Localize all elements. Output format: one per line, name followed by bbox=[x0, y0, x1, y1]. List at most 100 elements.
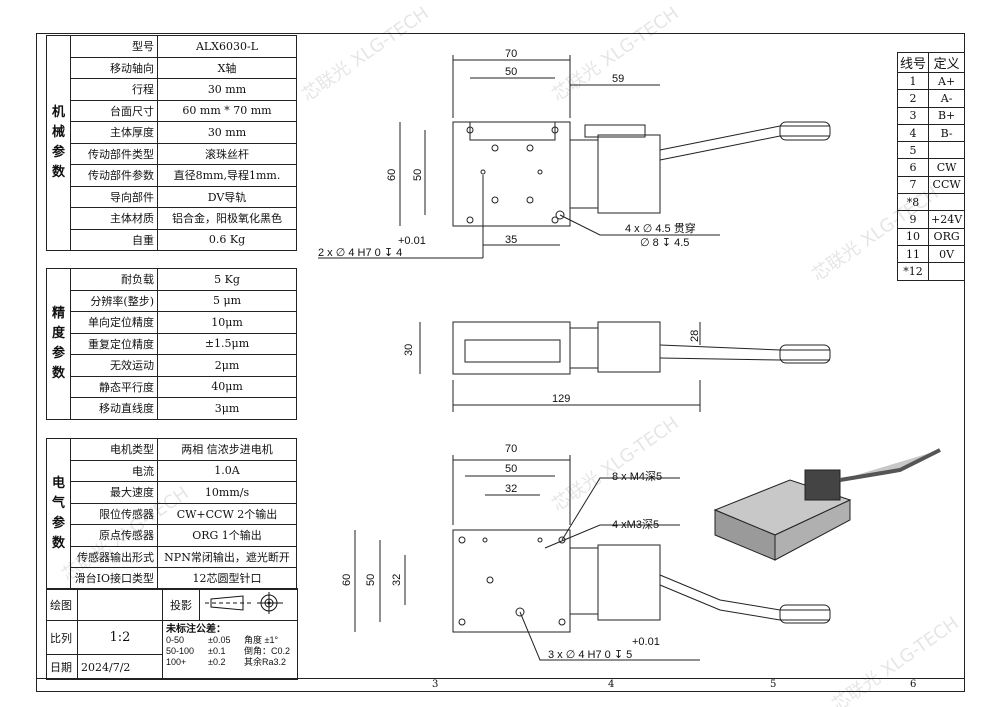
thread-note: 4 xM3深5 bbox=[612, 518, 659, 531]
tolerance-title: 未标注公差： bbox=[166, 624, 226, 635]
param-value: 5 Kg bbox=[157, 268, 297, 291]
param-label: 单向定位精度 bbox=[70, 311, 158, 334]
param-value: X轴 bbox=[157, 56, 297, 79]
dim-label: 30 bbox=[403, 344, 415, 356]
param-value: 30 mm bbox=[157, 78, 297, 101]
dim-label: 35 bbox=[505, 234, 517, 246]
scale-label: 比列 bbox=[46, 620, 78, 655]
bottom-view bbox=[354, 455, 831, 661]
tolerance-note: 角度 ±1° bbox=[244, 635, 279, 645]
drawn-label: 绘图 bbox=[46, 588, 78, 621]
scale-value: 1:2 bbox=[77, 620, 163, 655]
dim-label: 70 bbox=[505, 48, 517, 60]
param-value: ALX6030-L bbox=[157, 35, 297, 58]
wire-number: 10 bbox=[896, 227, 930, 246]
param-label: 电流 bbox=[70, 459, 158, 482]
dim-label: 59 bbox=[612, 73, 624, 85]
dim-label: 50 bbox=[412, 169, 424, 181]
tolerance-range: 100+ bbox=[166, 657, 187, 667]
hole-note: ∅ 8 ↧ 4.5 bbox=[640, 237, 689, 249]
param-value: 10mm/s bbox=[157, 481, 297, 504]
param-label: 电机类型 bbox=[70, 438, 158, 461]
param-label: 最大速度 bbox=[70, 481, 158, 504]
tolerance-range: 50-100 bbox=[166, 646, 195, 656]
param-row: 主体材质铝合金，阳极氧化黑色 bbox=[47, 207, 297, 230]
param-value: 铝合金，阳极氧化黑色 bbox=[157, 207, 297, 230]
param-value: 60 mm * 70 mm bbox=[157, 99, 297, 122]
zone-number: 4 bbox=[608, 679, 615, 690]
tolerance-tol: ±0.2 bbox=[208, 657, 226, 667]
param-row: 电气参数电机类型两相 信浓步进电机 bbox=[46, 438, 297, 590]
zone-number: 5 bbox=[770, 679, 777, 690]
tolerance-note: 其余Ra3.2 bbox=[244, 657, 287, 667]
tolerance-label: +0.01 bbox=[398, 235, 426, 247]
tolerance-row: 0-50 ±0.05 角度 ±1° bbox=[166, 635, 294, 646]
dim-label: 60 bbox=[386, 169, 398, 181]
param-label: 传动部件参数 bbox=[70, 164, 158, 187]
thread-note: 8 x M4深5 bbox=[612, 470, 662, 483]
param-row: 传动部件参数直径8mm,导程1mm. bbox=[47, 164, 297, 187]
wiring-header: 定义 bbox=[928, 52, 966, 73]
hole-note: 4 x ∅ 4.5 贯穿 bbox=[625, 221, 696, 235]
zone-number: 6 bbox=[910, 679, 917, 690]
param-value: NPN常闭输出，遮光断开 bbox=[157, 545, 297, 568]
tolerance-range: 0-50 bbox=[166, 635, 185, 645]
side-view bbox=[419, 321, 831, 412]
projection-symbol bbox=[199, 588, 298, 621]
top-view bbox=[318, 55, 831, 259]
param-value: 12芯圆型针口 bbox=[157, 567, 297, 590]
param-value: 30 mm bbox=[157, 121, 297, 144]
wiring-row: *12 bbox=[896, 262, 966, 281]
dim-label: 70 bbox=[505, 443, 517, 455]
dim-label: 28 bbox=[689, 330, 701, 342]
param-row: 传动部件类型滚珠丝杆 bbox=[47, 142, 297, 165]
tolerance-row: 100+ ±0.2 其余Ra3.2 bbox=[166, 657, 294, 668]
param-label: 导向部件 bbox=[70, 185, 158, 208]
zone-number: 3 bbox=[432, 679, 439, 690]
param-label: 移动轴向 bbox=[70, 56, 158, 79]
dim-label: 60 bbox=[341, 574, 353, 586]
param-label: 自重 bbox=[70, 228, 158, 251]
tolerance-note: 倒角：C0.2 bbox=[244, 646, 291, 656]
dim-label: 50 bbox=[505, 66, 517, 78]
param-label: 移动直线度 bbox=[70, 397, 158, 420]
date-value: 2024/7/2 bbox=[77, 654, 163, 680]
wire-definition: 0V bbox=[928, 244, 966, 264]
param-label: 静态平行度 bbox=[70, 375, 158, 398]
dim-label: 50 bbox=[505, 463, 517, 475]
wire-definition: CCW bbox=[928, 175, 966, 195]
tolerance-tol: ±0.05 bbox=[208, 635, 231, 645]
wiring-row: 9+24V bbox=[896, 210, 966, 229]
param-row: 重复定位精度±1.5μm bbox=[47, 332, 297, 355]
dim-label: 129 bbox=[552, 393, 570, 405]
param-value: ±1.5μm bbox=[157, 332, 297, 355]
param-label: 原点传感器 bbox=[70, 524, 158, 547]
dim-label: 32 bbox=[505, 483, 517, 495]
wire-number: *12 bbox=[896, 262, 930, 281]
